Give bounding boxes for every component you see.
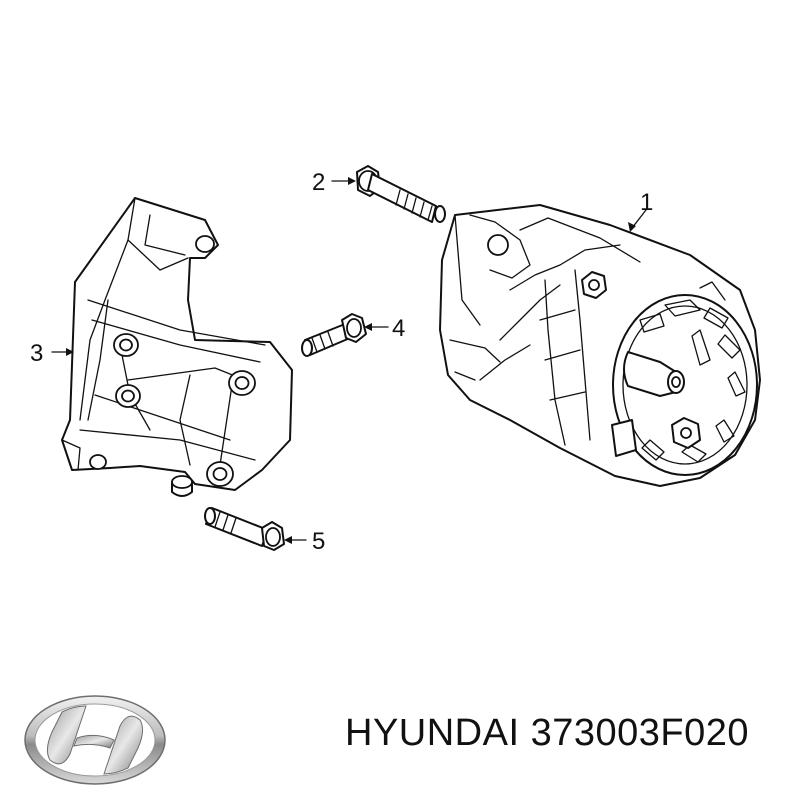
leader-lines (51, 177, 647, 544)
bolt-4 (301, 313, 367, 357)
callout-3: 3 (30, 340, 43, 367)
bolt-5 (204, 507, 285, 551)
callout-1: 1 (640, 189, 653, 216)
callout-4: 4 (392, 315, 405, 342)
bolt-2 (356, 165, 446, 223)
alternator (439, 204, 761, 487)
callout-5: 5 (312, 528, 325, 555)
part-caption: HYUNDAI 373003F020 (345, 712, 749, 754)
hyundai-logo-icon (24, 695, 166, 785)
callout-2: 2 (312, 169, 325, 196)
mounting-bracket (61, 197, 293, 497)
